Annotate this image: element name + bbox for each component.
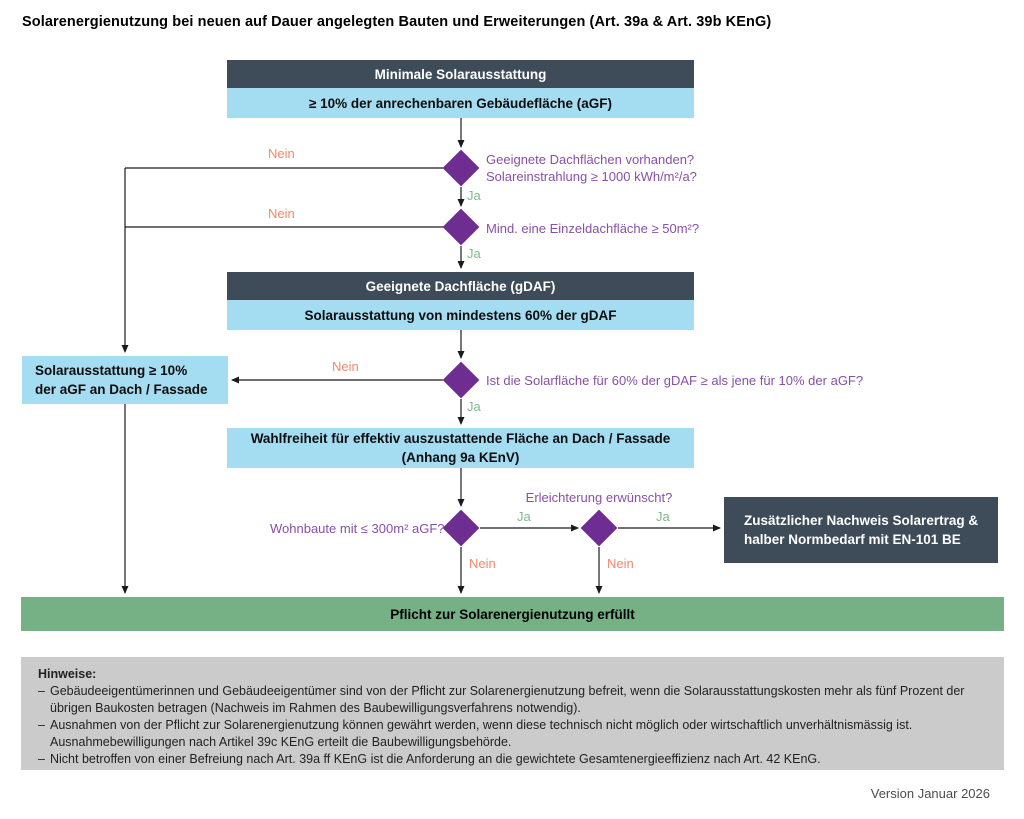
ja-label-5: Ja (656, 509, 670, 524)
ja-label-1: Ja (467, 188, 481, 203)
result-box-line2: halber Normbedarf mit EN-101 BE (744, 532, 961, 547)
note-item: – Gebäudeeigentümerinnen und Gebäudeeige… (38, 683, 990, 717)
note-dash: – (38, 684, 45, 698)
decision-diamond-einzeldachflaeche (442, 208, 480, 246)
box-geeignete-dachflaeche-body: Solarausstattung von mindestens 60% der … (227, 300, 694, 330)
box-wahlfreiheit-line2: (Anhang 9a KEnV) (401, 450, 520, 465)
side-box-line2: der aGF an Dach / Fassade (35, 382, 208, 397)
note-item: – Nicht betroffen von einer Befreiung na… (38, 751, 990, 768)
box-zusaetzlicher-nachweis: Zusätzlicher Nachweis Solarertrag & halb… (724, 497, 998, 563)
decision2-question: Mind. eine Einzeldachfläche ≥ 50m²? (486, 221, 700, 236)
notes-panel: Hinweise: – Gebäudeeigentümerinnen und G… (21, 657, 1004, 770)
nein-label-1: Nein (268, 146, 295, 161)
side-box-line1: Solarausstattung ≥ 10% (35, 363, 188, 378)
version-label: Version Januar 2026 (870, 786, 990, 801)
final-box-label: Pflicht zur Solarenergienutzung erfüllt (390, 606, 635, 622)
box-geeignete-dachflaeche-header: Geeignete Dachfläche (gDAF) (227, 272, 694, 300)
decision5-question: Erleichterung erwünscht? (525, 490, 673, 505)
nein-label-2: Nein (268, 206, 295, 221)
decision3-question: Ist die Solarfläche für 60% der gDAF ≥ a… (486, 373, 864, 388)
box-gdaf-body-label: Solarausstattung von mindestens 60% der … (304, 307, 617, 323)
decision-diamond-dachflaechen (442, 149, 480, 187)
nein-label-3: Nein (332, 359, 359, 374)
note-dash: – (38, 752, 45, 766)
decision1-line1: Geeignete Dachflächen vorhanden? (486, 152, 695, 167)
box-minimale-body-label: ≥ 10% der anrechenbaren Gebäudefläche (a… (308, 95, 612, 111)
ja-label-3: Ja (467, 399, 481, 414)
box-minimale-solarausstattung-body: ≥ 10% der anrechenbaren Gebäudefläche (a… (227, 88, 694, 118)
box-wahlfreiheit: Wahlfreiheit für effektiv auszustattende… (227, 428, 694, 468)
decision-diamond-wohnbaute (442, 509, 480, 547)
box-solarausstattung-dach-fassade: Solarausstattung ≥ 10% der aGF an Dach /… (22, 356, 228, 404)
nein-label-5: Nein (607, 556, 634, 571)
decision1-question: Geeignete Dachflächen vorhanden? Solarei… (486, 151, 697, 185)
note-item: – Ausnahmen von der Pflicht zur Solarene… (38, 717, 990, 751)
note-text-2: Ausnahmen von der Pflicht zur Solarenerg… (50, 718, 913, 749)
box-minimale-solarausstattung-header: Minimale Solarausstattung (227, 60, 694, 88)
box-minimale-header-label: Minimale Solarausstattung (374, 66, 547, 82)
decision4-question: Wohnbaute mit ≤ 300m² aGF? (270, 521, 445, 536)
nein-label-4: Nein (469, 556, 496, 571)
ja-label-2: Ja (467, 246, 481, 261)
result-box-line1: Zusätzlicher Nachweis Solarertrag & (744, 513, 979, 528)
box-wahlfreiheit-line1: Wahlfreiheit für effektiv auszustattende… (250, 431, 671, 446)
note-text-3: Nicht betroffen von einer Befreiung nach… (50, 752, 821, 766)
note-dash: – (38, 718, 45, 732)
decision-diamond-erleichterung (580, 509, 618, 547)
decision1-line2: Solareinstrahlung ≥ 1000 kWh/m²/a? (486, 169, 697, 184)
page-title: Solarenergienutzung bei neuen auf Dauer … (22, 14, 772, 30)
notes-heading: Hinweise: (38, 667, 97, 681)
box-gdaf-header-label: Geeignete Dachfläche (gDAF) (365, 278, 556, 294)
note-text-1: Gebäudeeigentümerinnen und Gebäudeeigent… (50, 684, 965, 715)
box-pflicht-erfuellt: Pflicht zur Solarenergienutzung erfüllt (21, 597, 1004, 631)
decision-diamond-solarflaeche-vergleich (442, 361, 480, 399)
ja-label-4: Ja (517, 509, 531, 524)
